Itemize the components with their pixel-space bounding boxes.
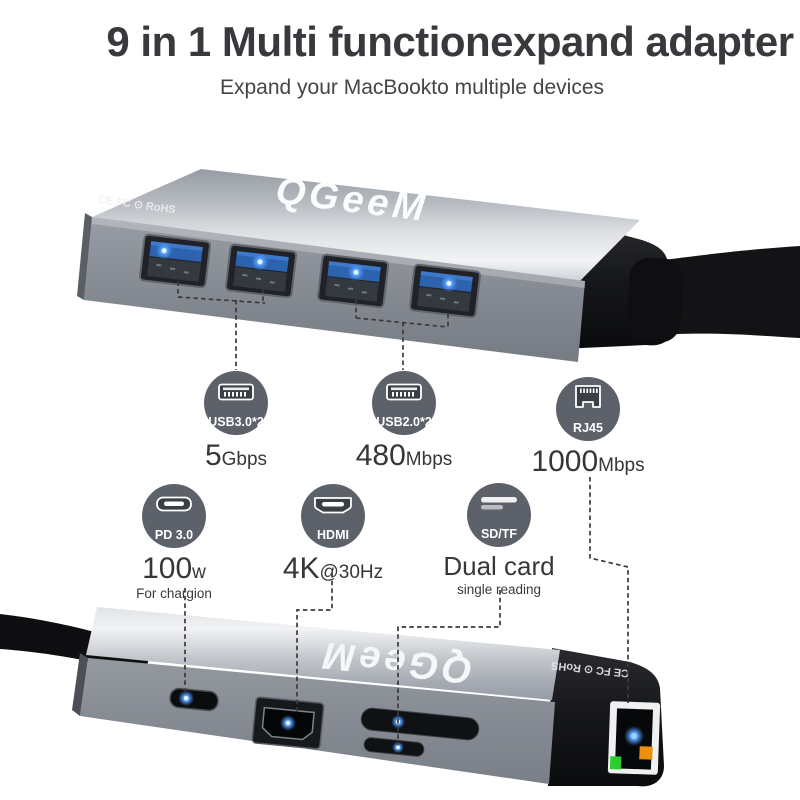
badge-label: USB3.0*2 xyxy=(208,415,264,429)
sd-tf-slot-icon xyxy=(481,497,517,510)
hdmi-connector-line xyxy=(296,573,333,714)
sd-card-slot xyxy=(360,707,480,741)
badge-label: HDMI xyxy=(317,528,349,542)
usb3-speed: 5Gbps xyxy=(204,439,268,472)
hdmi-badge: HDMI xyxy=(301,484,365,548)
bottom-device: QGeeM CE FC ⊙ RoHS xyxy=(0,607,664,787)
sd-connector-line xyxy=(397,590,501,745)
badge-label: SD/TF xyxy=(480,527,518,541)
ethernet-green-led xyxy=(609,756,622,770)
bottom-device-cable xyxy=(0,614,152,674)
feature-hdmi: HDMI 4K@30Hz xyxy=(248,484,418,586)
feature-usb2: USB2.0*2 480Mbps xyxy=(319,371,489,473)
page-subtitle: Expand your MacBookto multiple devices xyxy=(219,76,605,99)
usb-a-port-2 xyxy=(224,243,298,299)
rj45-speed: 1000Mbps xyxy=(531,445,645,478)
top-device-strain-relief xyxy=(626,257,684,343)
top-device-cable xyxy=(644,246,800,338)
usb3-connector-line xyxy=(177,266,266,370)
top-device-top-face xyxy=(92,169,640,281)
rj45-ethernet-port xyxy=(607,701,661,775)
tf-card-slot xyxy=(363,737,425,757)
hdmi-port-icon xyxy=(314,497,352,514)
pd-power: 100w xyxy=(142,552,206,585)
usb-a-port-icon xyxy=(386,383,422,401)
top-device-left-edge xyxy=(77,213,92,300)
feature-usb3: USB3.0*2 5Gbps xyxy=(151,371,321,473)
rj45-connector-line xyxy=(589,477,629,703)
sdtf-mode: Dual card xyxy=(443,551,555,581)
usb-a-port-icon xyxy=(218,383,254,401)
usb-c-port-icon xyxy=(156,496,192,512)
top-device: QGeeM CE FC ⊙ RoHS xyxy=(77,169,800,362)
usb2-badge: USB2.0*2 xyxy=(372,371,436,435)
usb2-connector-line xyxy=(355,300,449,370)
bottom-device-top-face xyxy=(86,607,560,700)
usb-a-port-3 xyxy=(316,253,390,309)
usb3-badge: USB3.0*2 xyxy=(204,371,268,435)
hdmi-port xyxy=(251,696,325,750)
feature-rj45: RJ45 1000Mbps xyxy=(503,377,673,479)
sdtf-badge: SD/TF xyxy=(467,483,531,547)
badge-label: USB2.0*2 xyxy=(376,415,432,429)
badge-label: PD 3.0 xyxy=(154,528,194,542)
ethernet-orange-led xyxy=(639,746,653,760)
feature-pd: PD 3.0 100w For chargion xyxy=(89,484,259,601)
usb-a-port-1 xyxy=(138,233,212,289)
hdmi-resolution: 4K@30Hz xyxy=(282,552,384,585)
rj45-badge: RJ45 xyxy=(556,377,620,441)
badge-label: RJ45 xyxy=(573,421,603,435)
page-title: 9 in 1 Multi functionexpand adapter xyxy=(106,18,794,65)
usb-c-port xyxy=(169,687,219,712)
usb-a-port-4 xyxy=(408,263,482,319)
rj45-port-icon xyxy=(575,385,601,408)
usb2-speed: 480Mbps xyxy=(355,439,453,472)
pd-note: For chargion xyxy=(136,586,212,601)
feature-sdtf: SD/TF Dual card single reading xyxy=(414,483,584,597)
bottom-device-left-edge xyxy=(72,653,88,716)
sdtf-note: single reading xyxy=(456,582,542,597)
pd-badge: PD 3.0 xyxy=(142,484,206,548)
